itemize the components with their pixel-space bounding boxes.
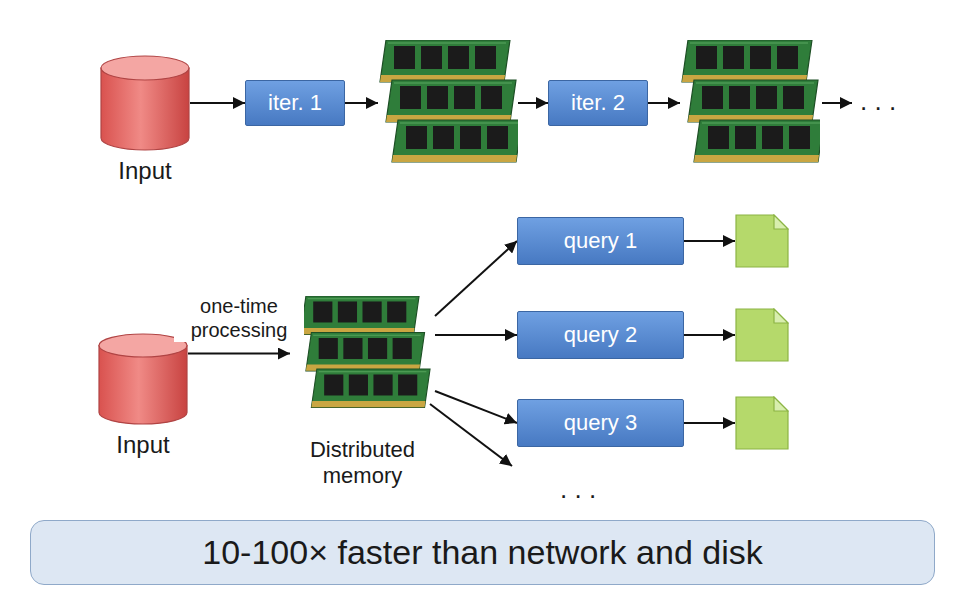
shape-caption: Distributed memory [288,437,438,490]
memory-module [682,40,824,162]
memory-module: Distributed memory [290,296,435,411]
process-box: iter. 2 [548,80,648,126]
input-cylinder: Input [98,333,188,425]
process-box: iter. 1 [245,80,345,126]
ellipsis-label: . . . [860,86,896,117]
document-icon [736,397,788,449]
flow-arrow [188,353,290,355]
input-cylinder: Input [100,55,190,151]
flow-arrow [648,102,680,104]
flow-arrow [684,422,735,424]
flow-arrow [684,334,735,336]
query-box: query 2 [517,311,684,359]
node-label: iter. 1 [268,90,322,115]
continuation-arrow [822,102,852,104]
flow-arrow [435,334,517,336]
node-label: query 1 [564,228,637,253]
document-icon [735,396,789,450]
node-label: query 2 [564,322,637,347]
document-icon [735,214,789,268]
flow-arrow [435,391,517,423]
memory-module [680,40,820,166]
document-icon [735,308,789,362]
flow-arrow [190,102,245,104]
input-cylinder [99,334,187,424]
memory-module [300,296,430,407]
continuation-arrow [430,404,512,466]
edge-label: one-time processing [174,294,304,342]
node-label: iter. 2 [571,90,625,115]
flow-arrow [684,240,735,242]
flow-arrow [518,102,548,104]
document-icon [736,309,788,361]
shape-caption: Input [85,157,205,186]
ellipsis-label: . . . [560,474,596,505]
summary-banner: 10-100× faster than network and disk [30,520,935,585]
input-cylinder [101,56,189,150]
query-box: query 3 [517,399,684,447]
memory-module [378,40,518,166]
node-label: query 3 [564,410,637,435]
flow-arrow [345,102,378,104]
shape-caption: Input [83,431,203,460]
query-box: query 1 [517,217,684,265]
flow-arrow [435,241,517,316]
document-icon [736,215,788,267]
node-label: 10-100× faster than network and disk [202,533,762,572]
memory-module [380,40,522,162]
